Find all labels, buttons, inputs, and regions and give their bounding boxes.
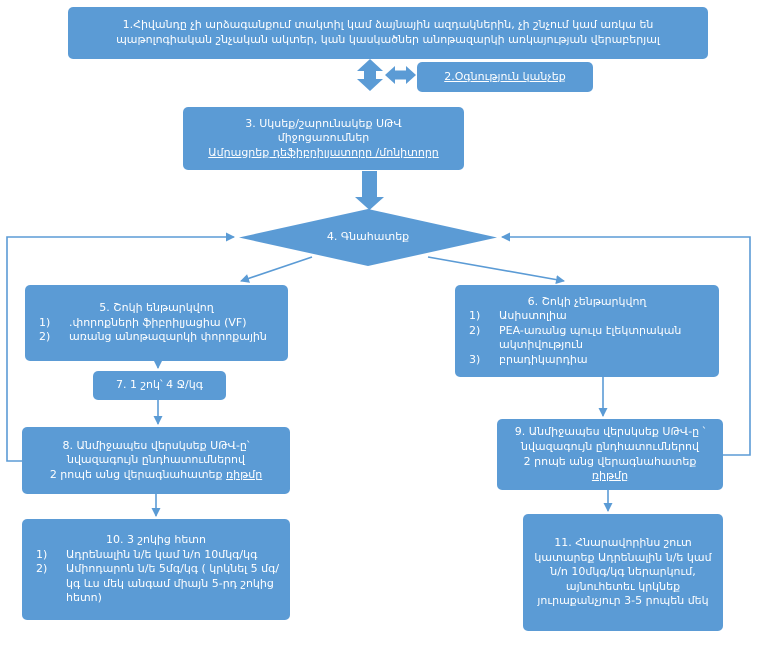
node-10-after-3-shocks: 10. 3 շոկից հետո 1) Ադրենալին ն/ե կամ ն/… [22,519,290,620]
list-item-number: 2) [36,562,48,576]
node-6-title: 6. Շոկի չենթարկվող [527,294,647,308]
list-item-number: 1) [36,547,48,561]
node-8-resume-cpr-left: 8. Անմիջապես վերսկսեք ՍԹՎ-ը՝ նվազագույն … [22,427,290,494]
node-6-non-shockable: 6. Շոկի չենթարկվող 1) Ասիստոլիա 2) PEA-ա… [455,285,719,377]
connector-4-5 [240,256,313,283]
node-11-text: 11. Հնարավորինս շուտ կատարեք Ադրենալին ն… [534,536,712,608]
node-9-line3-text: 2 րոպե անց վերագնահատեք [523,454,697,468]
node-8-line1: 8. Անմիջապես վերսկսեք ՍԹՎ-ը՝ [62,438,250,452]
list-item: 2) PEA-առանց պուլս էլեկտրական ակտիվությո… [463,324,711,353]
node-8-line3-underlined: ռիթմը [226,467,263,481]
node-4-text: 4. Գնահատեք [326,230,410,244]
node-5-title: 5. Շոկի ենթարկվող [99,301,214,315]
double-arrow-1-2-icon [385,66,416,84]
list-item-number: 2) [39,330,51,344]
node-3-line2: միջոցառումներ [277,131,370,145]
node-3-line3: Ամրացրեք դեֆիբրիլյատորը /մոնիտորը [208,145,439,159]
node-7-shock-dose: 7. 1 շոկ՝ 4 Ջ/կգ [93,371,226,400]
node-3-line1: 3. Սկսեք/շարունակեք ՍԹՎ [245,116,402,130]
list-item: 3) բրադիկարդիա [463,353,711,368]
node-10-title: 10. 3 շոկից հետո [106,533,206,547]
node-9-line3-underlined: ռիթմը [591,469,629,483]
node-9-line1: 9. Անմիջապես վերսկսեք ՍԹՎ-ը ՝ [514,425,706,439]
node-2-call-for-help: 2.Օգնություն կանչեք [417,62,593,92]
node-9-line3: 2 րոպե անց վերագնահատեք ռիթմը [505,455,715,484]
list-item-text: առանց անոթազարկի փորոքային [69,330,267,344]
node-7-text: 7. 1 շոկ՝ 4 Ջ/կգ [116,378,203,392]
list-item-text: PEA-առանց պուլս էլեկտրական ակտիվություն [499,323,682,352]
node-11-adrenaline-asap: 11. Հնարավորինս շուտ կատարեք Ադրենալին ն… [523,514,723,631]
list-item: 1) Ադրենալին ն/ե կամ ն/ո 10մկգ/կգ [30,548,282,563]
list-item-text: բրադիկարդիա [499,352,588,366]
list-item-number: 3) [469,352,481,366]
list-item: 2) առանց անոթազարկի փորոքային [33,330,280,345]
connector-loop-9-4 [501,232,751,456]
list-item-text: .փորոքների ֆիբրիլյացիա (VF) [69,315,247,329]
node-2-text: 2.Օգնություն կանչեք [444,69,566,83]
block-arrow-3-4-icon [355,171,384,210]
node-9-line2: նվազագույն ընդհատումներով [520,439,699,453]
node-9-resume-cpr-right: 9. Անմիջապես վերսկսեք ՍԹՎ-ը ՝ նվազագույն… [497,419,723,490]
node-8-line3-text: 2 րոպե անց վերագնահատեք [49,467,227,481]
list-item-number: 2) [469,323,481,337]
node-3-start-cpr: 3. Սկսեք/շարունակեք ՍԹՎ միջոցառումներ Ամ… [183,107,464,170]
list-item: 1) .փորոքների ֆիբրիլյացիա (VF) [33,316,280,331]
connector-loop-8-4 [6,232,235,462]
list-item-text: Ադրենալին ն/ե կամ ն/ո 10մկգ/կգ [66,547,258,561]
list-item-number: 1) [39,315,51,329]
node-5-shockable: 5. Շոկի ենթարկվող 1) .փորոքների ֆիբրիլյա… [25,285,288,361]
connector-4-6 [427,256,565,285]
node-1-text: 1.Հիվանդը չի արձագանքում տակտիլ կամ ձայն… [116,18,660,46]
list-item: 2) Ամիոդարոն ն/ե 5մգ/կգ ( կրկնել 5 մգ/կգ… [30,562,282,606]
list-item-text: Ասիստոլիա [499,309,567,323]
node-8-line3: 2 րոպե անց վերագնահատեք ռիթմը [30,468,282,483]
list-item-text: Ամիոդարոն ն/ե 5մգ/կգ ( կրկնել 5 մգ/կգ ևս… [66,562,280,605]
node-8-line2: նվազագույն ընդհատումներով [66,453,245,467]
list-item-number: 1) [469,309,481,323]
double-arrow-1-3-icon [357,59,383,91]
list-item: 1) Ասիստոլիա [463,309,711,324]
node-1-unresponsive-patient: 1.Հիվանդը չի արձագանքում տակտիլ կամ ձայն… [68,7,708,59]
